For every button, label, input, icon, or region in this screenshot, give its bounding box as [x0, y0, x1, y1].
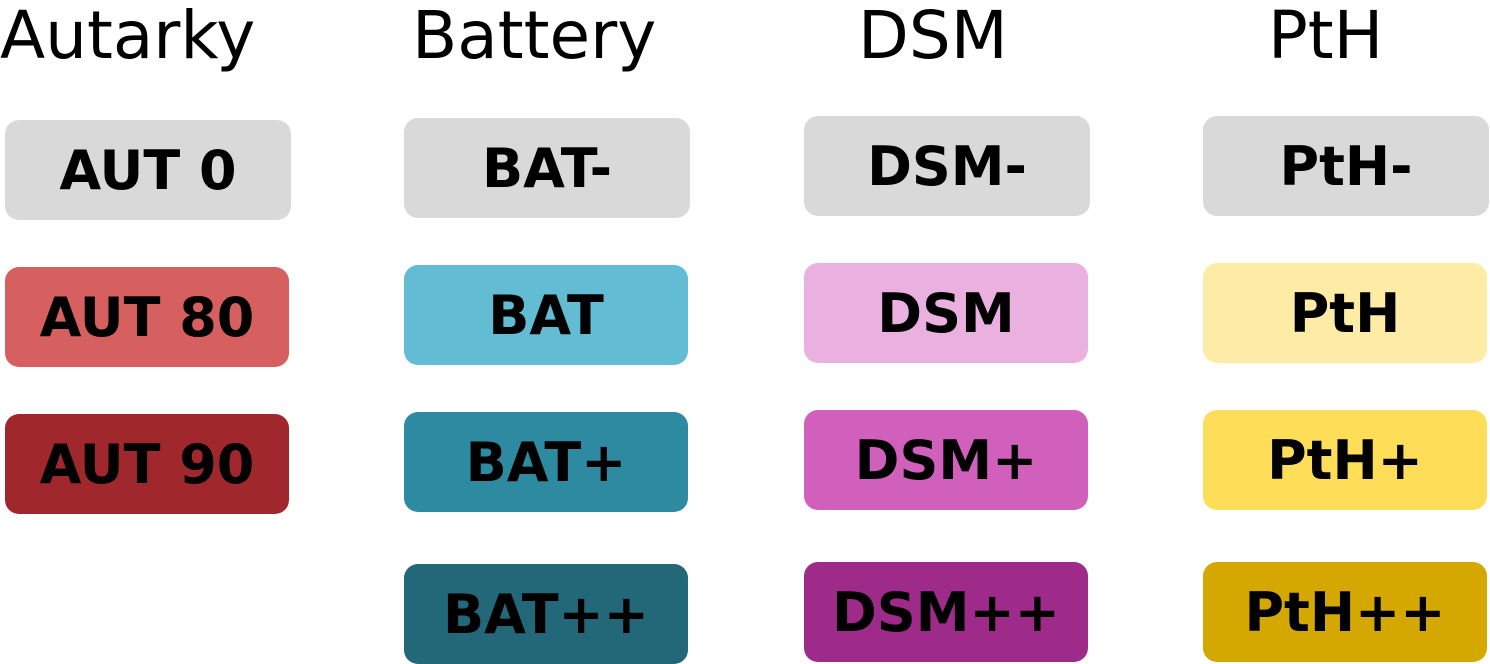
chip-pth: PtH [1203, 263, 1487, 363]
chip-pth-plus: PtH+ [1203, 410, 1487, 510]
chip-bat-plusplus: BAT++ [404, 564, 688, 664]
chip-bat-plus: BAT+ [404, 412, 688, 512]
chip-dsm: DSM [804, 263, 1088, 363]
chip-bat: BAT [404, 265, 688, 365]
heading-dsm: DSM [858, 0, 1008, 74]
chip-pth-plusplus: PtH++ [1203, 562, 1487, 662]
chip-aut-90: AUT 90 [5, 414, 289, 514]
heading-battery: Battery [412, 0, 657, 74]
chip-pth-minus: PtH- [1203, 116, 1489, 216]
heading-autarky: Autarky [0, 0, 256, 74]
chip-dsm-plus: DSM+ [804, 410, 1088, 510]
heading-pth: PtH [1268, 0, 1384, 74]
chip-aut-80: AUT 80 [5, 267, 289, 367]
chip-dsm-plusplus: DSM++ [804, 562, 1088, 662]
chip-aut-0: AUT 0 [5, 120, 291, 220]
chip-bat-minus: BAT- [404, 118, 690, 218]
chip-dsm-minus: DSM- [804, 116, 1090, 216]
